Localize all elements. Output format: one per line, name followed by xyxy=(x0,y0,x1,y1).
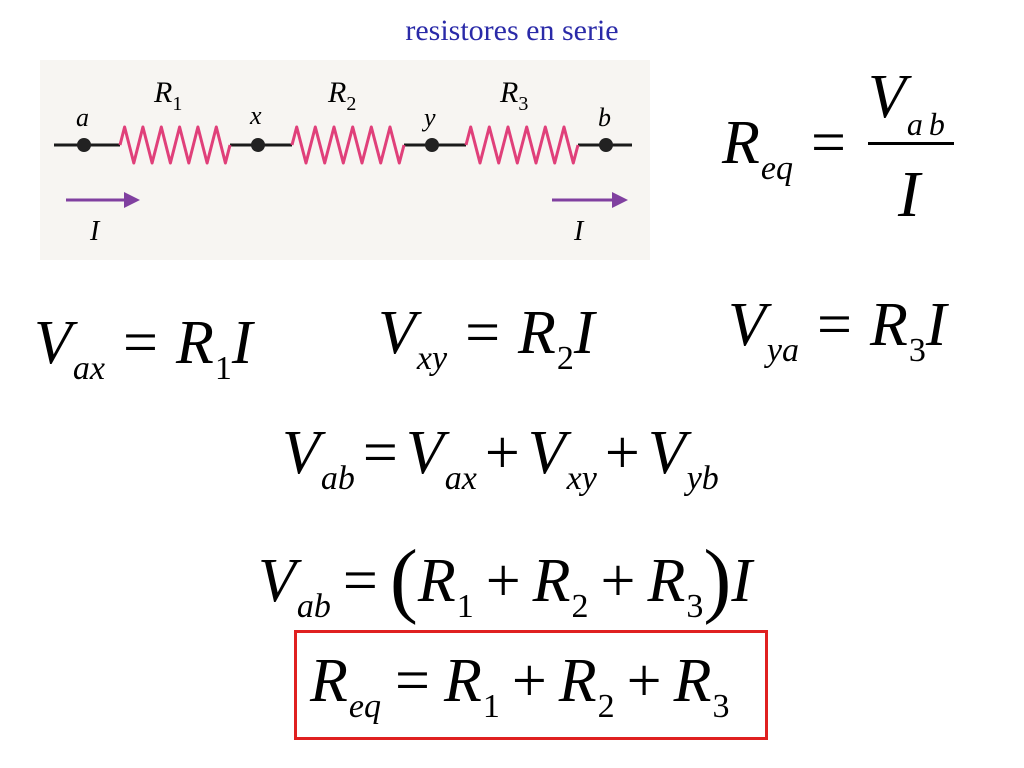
equation-req-result: Req=R1+R2+R3 xyxy=(310,647,730,725)
resistor-label-r1: R1 xyxy=(153,76,182,115)
equation-vxy: Vxy=R2I xyxy=(378,299,595,377)
node-label-y: y xyxy=(421,103,436,132)
slide-title: resistores en serie xyxy=(405,14,619,47)
fraction-numerator: Vab xyxy=(868,63,951,142)
circuit-nodes xyxy=(77,138,613,152)
resistor-zigzag-r2 xyxy=(290,125,406,165)
fraction-bar xyxy=(868,142,954,145)
current-arrow-left-icon xyxy=(66,192,140,208)
node-label-x: x xyxy=(249,101,262,130)
equation-voltage-factored: Vab=(R1+R2+R3)I xyxy=(258,533,753,626)
current-label-right: I xyxy=(573,216,585,247)
node-label-b: b xyxy=(598,103,611,132)
node-dot-y xyxy=(425,138,439,152)
series-circuit-diagram: R1 R2 R3 a x y b I I xyxy=(40,60,650,260)
result-highlight-box xyxy=(294,630,768,740)
current-arrow-right-icon xyxy=(552,192,628,208)
node-label-a: a xyxy=(76,103,89,132)
node-dot-a xyxy=(77,138,91,152)
circuit-resistors xyxy=(118,125,580,165)
resistor-label-r3: R3 xyxy=(499,76,528,115)
resistor-zigzag-r1 xyxy=(118,125,232,165)
resistor-zigzag-r3 xyxy=(464,125,580,165)
resistor-label-r2: R2 xyxy=(327,76,356,115)
equation-vya: Vya=R3I xyxy=(728,291,947,369)
fraction-denominator: I xyxy=(898,158,920,231)
current-label-left: I xyxy=(89,216,101,247)
equation-voltage-sum: Vab=Vax+Vxy+Vyb xyxy=(282,419,719,497)
node-dot-x xyxy=(251,138,265,152)
node-dot-b xyxy=(599,138,613,152)
equation-req-definition: Req= xyxy=(722,109,846,187)
equation-vax: Vax=R1I xyxy=(34,309,253,387)
